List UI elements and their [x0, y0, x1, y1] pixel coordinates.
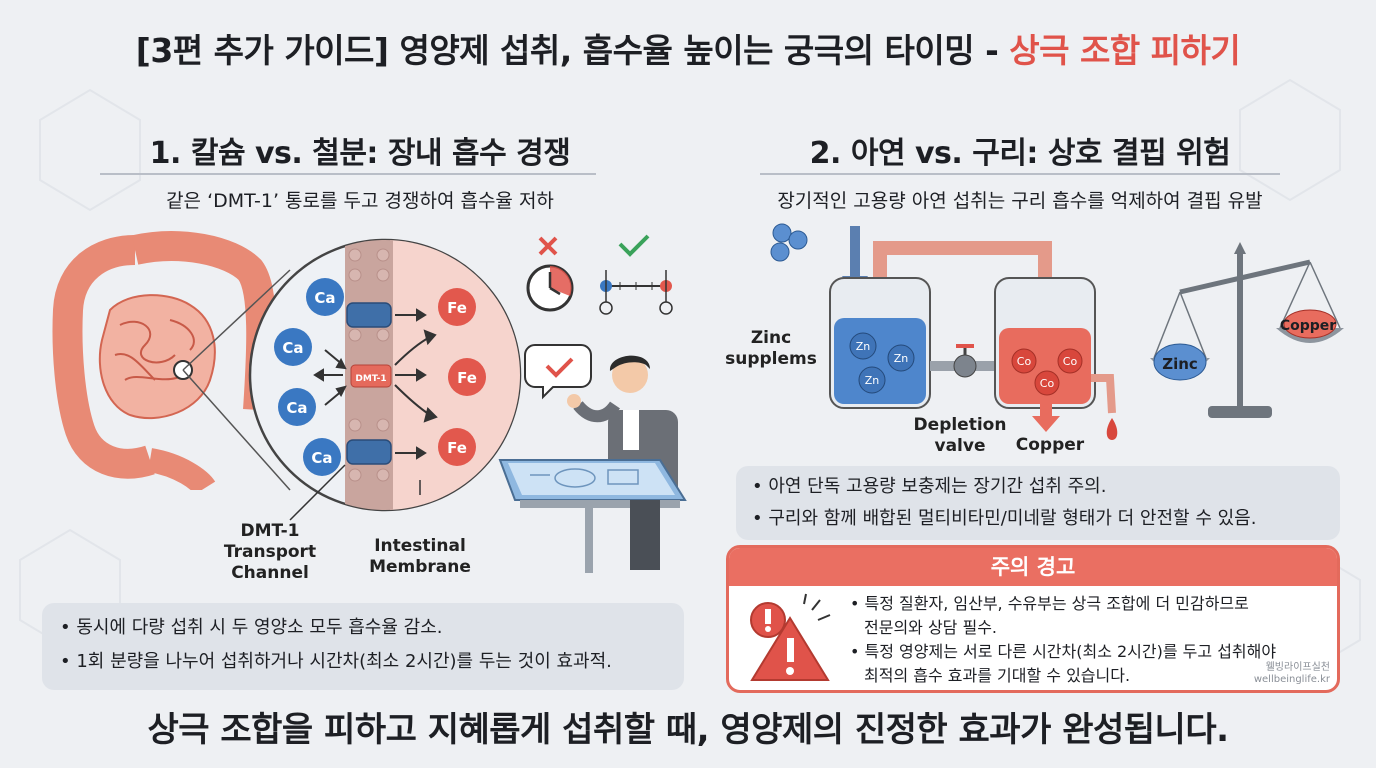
- dmt1-channel-tag: DMT-1: [355, 374, 386, 384]
- ca-ions: [274, 278, 344, 476]
- zn-label: Zn: [894, 352, 909, 365]
- ca-label: Ca: [286, 399, 307, 417]
- section2-notes: • 아연 단독 고용량 보충제는 장기간 섭취 주의. • 구리와 함께 배합된…: [736, 466, 1340, 540]
- title-highlight: 상극 조합 피하기: [1009, 31, 1241, 70]
- x-mark-icon: [538, 236, 558, 256]
- copper-drop-icon: [1106, 418, 1118, 440]
- page-title: [3편 추가 가이드] 영양제 섭취, 흡수율 높이는 궁극의 타이밍 - 상극…: [0, 24, 1376, 72]
- timeline-icon: [599, 270, 673, 315]
- warning-heading: 주의 경고: [729, 548, 1337, 586]
- depletion-valve-label: Depletion valve: [913, 415, 1007, 456]
- ca-label: Ca: [282, 339, 303, 357]
- warning-item-2: • 특정 영양제는 서로 다른 시간차(최소 2시간)를 두고 섭취해야 최적의…: [850, 642, 1277, 685]
- warning-icons: [750, 593, 831, 681]
- section1-subtitle: 같은 ‘DMT-1’ 통로를 두고 경쟁하여 흡수율 저하: [166, 190, 554, 212]
- section2-divider: [760, 173, 1280, 175]
- co-label: Co: [1017, 355, 1032, 368]
- ca-label: Ca: [311, 449, 332, 467]
- valve-icon: [930, 344, 1000, 378]
- section1-note-2: • 1회 분량을 나누어 섭취하거나 시간차(최소 2시간)를 두는 것이 효과…: [60, 651, 612, 672]
- person-with-tablet-illustration: [498, 344, 687, 573]
- balance-scale-illustration: Zinc Copper: [1150, 242, 1344, 418]
- scale-zinc-label: Zinc: [1162, 355, 1198, 373]
- title-main: [3편 추가 가이드] 영양제 섭취, 흡수율 높이는 궁극의 타이밍 -: [135, 31, 1010, 70]
- co-label: Co: [1063, 355, 1078, 368]
- section1-divider: [100, 173, 596, 175]
- co-label: Co: [1040, 377, 1055, 390]
- fe-label: Fe: [457, 369, 477, 387]
- zn-label: Zn: [865, 374, 880, 387]
- zn-ions: [849, 332, 915, 394]
- speech-bubble-check-icon: [524, 344, 592, 400]
- section1-heading: 1. 칼슘 vs. 철분: 장내 흡수 경쟁: [149, 136, 571, 171]
- footer-message: 상극 조합을 피하고 지혜롭게 섭취할 때, 영양제의 진정한 효과가 완성됩니…: [147, 710, 1229, 750]
- copper-output-label: Copper: [1015, 435, 1085, 455]
- fe-label: Fe: [447, 439, 467, 457]
- dmt1-channel-label: DMT-1 Transport Channel: [223, 521, 317, 583]
- magnifier-connector: [182, 269, 291, 491]
- section1-notes: • 동시에 다량 섭취 시 두 영양소 모두 흡수율 감소. • 1회 분량을 …: [42, 603, 684, 690]
- warning-text: • 특정 질환자, 임산부, 수유부는 상극 조합에 더 민감하므로 전문의와 …: [850, 592, 1330, 688]
- zn-label: Zn: [856, 340, 871, 353]
- ca-label: Ca: [314, 289, 335, 307]
- intestinal-membrane-label: Intestinal Membrane: [369, 536, 471, 577]
- section1-note-1: • 동시에 다량 섭취 시 두 영양소 모두 흡수율 감소.: [60, 617, 443, 638]
- section2-note-2: • 구리와 함께 배합된 멀티비타민/미네랄 형태가 더 안전할 수 있음.: [752, 508, 1257, 529]
- copper-drain-arrow: [1032, 404, 1060, 432]
- zinc-supplements-label: Zinc supplems: [725, 328, 817, 369]
- warning-triangle-icon: [750, 616, 830, 681]
- fe-label: Fe: [447, 299, 467, 317]
- clock-icon: [526, 264, 574, 312]
- warning-box: 주의 경고: [726, 545, 1340, 693]
- co-ions: [1011, 348, 1083, 396]
- zinc-pills: [770, 223, 808, 262]
- alert-circle-icon: [750, 602, 786, 638]
- watermark: 웰빙라이프실천 wellbeinglife.kr: [1253, 662, 1330, 685]
- section2-heading: 2. 아연 vs. 구리: 상호 결핍 위험: [809, 136, 1231, 171]
- timing-icons: [526, 234, 673, 315]
- section2-subtitle: 장기적인 고용량 아연 섭취는 구리 흡수를 억제하여 결핍 유발: [777, 190, 1263, 212]
- scale-copper-label: Copper: [1280, 318, 1336, 334]
- zinc-copper-tanks-diagram: Zn Zn Zn Co Co Co: [770, 223, 1118, 440]
- section2-note-1: • 아연 단독 고용량 보충제는 장기간 섭취 주의.: [752, 476, 1107, 497]
- warning-item-1: • 특정 질환자, 임산부, 수유부는 상극 조합에 더 민감하므로 전문의와 …: [850, 594, 1249, 637]
- check-mark-icon: [618, 234, 650, 257]
- dmt1-magnified-view: DMT-1 Ca Ca Ca Ca Fe: [248, 238, 522, 512]
- label-pointers: [289, 464, 421, 521]
- fe-ions: [438, 288, 486, 466]
